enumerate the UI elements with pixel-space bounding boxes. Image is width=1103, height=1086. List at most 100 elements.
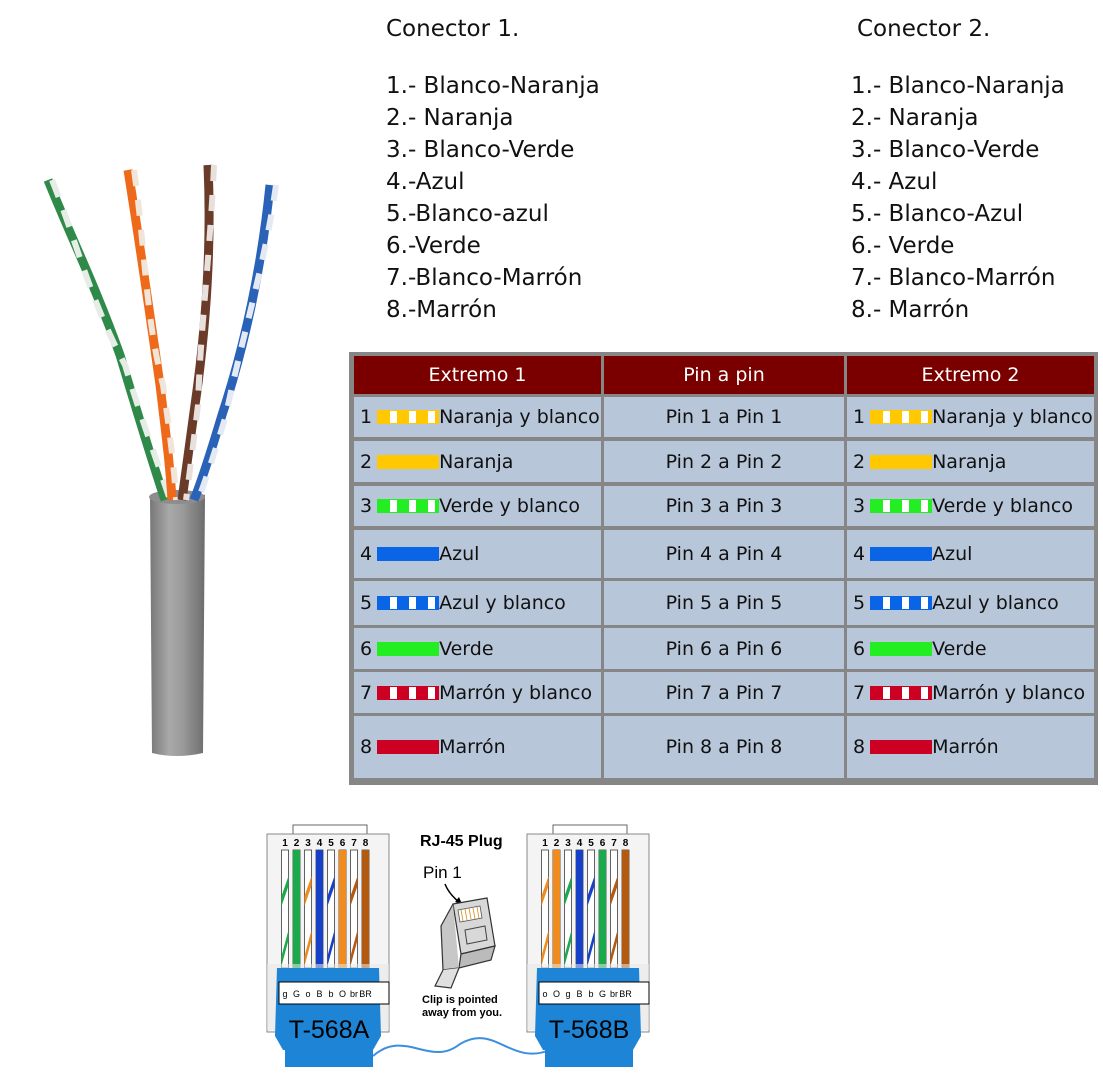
connector-1-item: 5.-Blanco-azul xyxy=(386,201,549,227)
plug-wire-stripe xyxy=(564,876,572,906)
plug-b-label: T-568B xyxy=(549,1016,630,1044)
connector-2-item: 2.- Naranja xyxy=(851,105,979,131)
pin-number: 2 xyxy=(360,450,373,473)
plug-color-code: O xyxy=(553,989,560,999)
plug-wire-stripe xyxy=(281,930,289,966)
pin-number: 8 xyxy=(360,736,373,758)
wire-color-name: Verde xyxy=(439,637,494,660)
plug-color-code: o xyxy=(542,989,547,999)
connector-2-list: 1.- Blanco-Naranja 2.- Naranja 3.- Blanc… xyxy=(851,70,1065,326)
plug-pin-number: 5 xyxy=(328,838,334,849)
plug-pin-number: 8 xyxy=(623,838,629,849)
wire-color-name: Marrón y blanco xyxy=(439,681,593,704)
connector-2-item: 6.- Verde xyxy=(851,233,955,259)
pin-number: 5 xyxy=(360,592,373,614)
pin-mapping-cell: Pin 8 a Pin 8 xyxy=(604,716,844,778)
wire-color-swatch xyxy=(377,685,440,700)
wire-color-swatch xyxy=(377,740,440,754)
plug-wire-stripe xyxy=(281,876,289,906)
plug-wire-stripe xyxy=(327,876,335,906)
header-extremo-1: Extremo 1 xyxy=(354,356,601,394)
wire-color-swatch xyxy=(377,547,440,561)
pin-number: 5 xyxy=(853,592,866,614)
plug-color-code: br xyxy=(610,989,618,999)
pin-number: 3 xyxy=(853,495,866,517)
plug-wire-color xyxy=(576,850,583,968)
wire-color-name: Marrón xyxy=(932,736,999,758)
extremo-2-cell: 1 Naranja y blanco xyxy=(847,397,1094,437)
pin-number: 4 xyxy=(853,543,866,565)
connector-2-item: 3.- Blanco-Verde xyxy=(851,137,1040,163)
pin-mapping-text: Pin 4 a Pin 4 xyxy=(665,543,783,565)
plug-color-code: G xyxy=(599,989,606,999)
wire-color-swatch xyxy=(870,641,933,656)
twisted-pair-cable-image xyxy=(43,164,279,756)
extremo-1-cell: 6 Verde xyxy=(354,628,601,669)
clip-note-line-2: away from you. xyxy=(422,1007,502,1019)
connector-2-item: 5.- Blanco-Azul xyxy=(851,201,1024,227)
connector-1-item: 7.-Blanco-Marrón xyxy=(386,265,583,291)
connector-1-item: 8.-Marrón xyxy=(386,297,497,323)
pin-number: 7 xyxy=(853,681,866,704)
plug-wire-stripe xyxy=(587,930,595,966)
pin-number: 3 xyxy=(360,495,373,517)
connector-1-item: 1.- Blanco-Naranja xyxy=(386,73,600,99)
wire-color-name: Azul y blanco xyxy=(932,592,1059,614)
extremo-1-cell: 7 Marrón y blanco xyxy=(354,672,601,713)
wire-color-name: Marrón xyxy=(439,736,506,758)
wire-color-name: Naranja xyxy=(439,450,514,473)
wire-color-name: Azul y blanco xyxy=(439,592,566,614)
connector-1-title: Conector 1. xyxy=(386,16,520,42)
clip-note-line-1: Clip is pointed xyxy=(422,994,498,1006)
plug-color-code: b xyxy=(328,989,333,999)
pin-mapping-text: Pin 5 a Pin 5 xyxy=(665,592,783,614)
plug-wire-stripe xyxy=(327,930,335,966)
pin-1-label: Pin 1 xyxy=(423,863,462,882)
pin-mapping-text: Pin 3 a Pin 3 xyxy=(665,495,783,517)
plug-wire-color xyxy=(316,850,323,968)
plug-pin-number: 2 xyxy=(294,838,300,849)
connector-2-item: 7.- Blanco-Marrón xyxy=(851,265,1056,291)
wire-color-swatch xyxy=(870,410,933,424)
wire-color-name: Naranja y blanco xyxy=(932,406,1093,428)
pin-mapping-cell: Pin 6 a Pin 6 xyxy=(604,628,844,669)
pin-mapping-text: Pin 7 a Pin 7 xyxy=(665,681,783,704)
connector-2-item: 8.- Marrón xyxy=(851,297,970,323)
plug-color-code: BR xyxy=(359,989,372,999)
connector-1-block: Conector 1. 1.- Blanco-Naranja 2.- Naran… xyxy=(386,16,600,326)
wire-color-swatch xyxy=(870,596,933,610)
extremo-2-cell: 5 Azul y blanco xyxy=(847,581,1094,625)
extremo-2-cell: 8 Marrón xyxy=(847,716,1094,778)
plug-wire-stripe xyxy=(610,930,618,966)
plug-pin-number: 3 xyxy=(565,838,571,849)
plug-wire-stripe xyxy=(541,876,549,906)
plug-color-code: br xyxy=(350,989,358,999)
pin-number: 6 xyxy=(360,637,373,660)
plug-pin-number: 5 xyxy=(588,838,594,849)
plug-color-code: B xyxy=(316,989,322,999)
plug-wire-stripe xyxy=(541,930,549,966)
plug-pin-number: 3 xyxy=(305,838,311,849)
wire-color-name: Naranja xyxy=(932,450,1007,473)
wire-color-swatch xyxy=(870,499,933,513)
pin-number: 1 xyxy=(853,406,866,428)
plug-wire-color xyxy=(553,850,560,968)
plug-wire-color xyxy=(293,850,300,968)
pin-number: 8 xyxy=(853,736,866,758)
connector-1-item: 4.-Azul xyxy=(386,169,465,195)
connector-1-item: 6.-Verde xyxy=(386,233,481,259)
wire-color-swatch xyxy=(377,454,440,469)
pin-number: 7 xyxy=(360,681,373,704)
wire-color-name: Verde y blanco xyxy=(932,495,1073,517)
plug-pin-number: 4 xyxy=(577,838,583,849)
pin-mapping-text: Pin 8 a Pin 8 xyxy=(665,736,783,758)
plug-color-code: G xyxy=(293,989,300,999)
extremo-1-cell: 8 Marrón xyxy=(354,716,601,778)
connector-2-title: Conector 2. xyxy=(857,16,991,42)
plug-wire-color xyxy=(362,850,369,968)
